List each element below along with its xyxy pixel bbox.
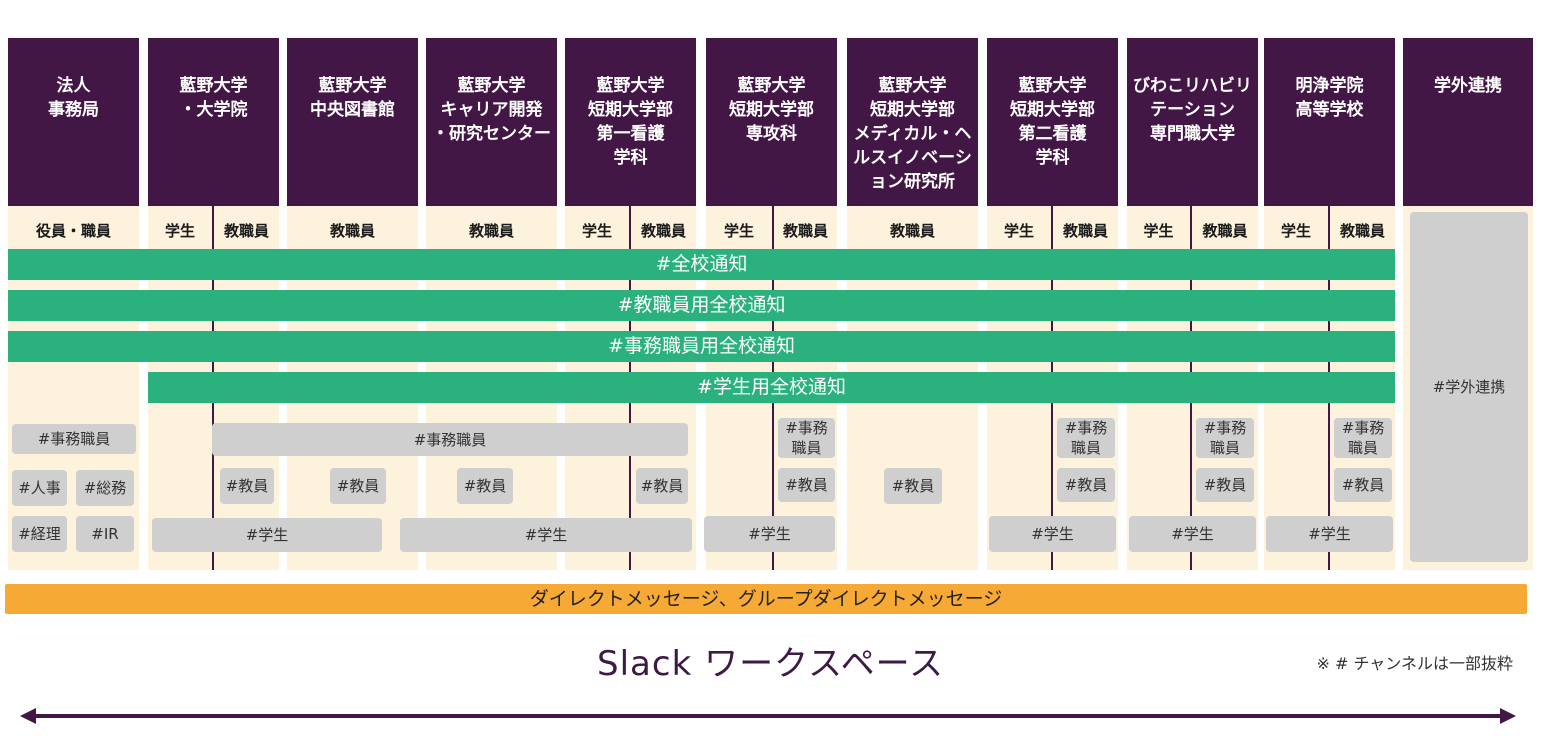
channel-chip-jimushokuin[interactable]: #事務 職員 [778, 418, 835, 458]
channel-chip-gakusei[interactable]: #学生 [400, 518, 692, 552]
channel-chip-kyoin[interactable]: #教員 [1334, 468, 1392, 502]
channel-chip-gakusei[interactable]: #学生 [1266, 516, 1393, 552]
sub-header: 学生 [581, 222, 612, 240]
column-header-biwako: びわこリハビリ テーション 専門職大学 [1127, 38, 1258, 206]
channel-bar-gakusei[interactable]: #学生用全校通知 [148, 372, 1395, 403]
channel-chip-ir[interactable]: #IR [76, 516, 134, 552]
sub-header: 教職員 [889, 222, 935, 240]
channel-chip-kyoin[interactable]: #教員 [457, 468, 513, 504]
sub-header: 教職員 [223, 222, 269, 240]
channel-chip-jinji[interactable]: #人事 [12, 470, 67, 506]
sub-header: 役員・職員 [35, 222, 111, 240]
sub-header: 学生 [164, 222, 195, 240]
sub-header: 教職員 [1202, 222, 1248, 240]
workspace-label: Slack ワークスペース [597, 644, 944, 684]
channel-chip-gakusei[interactable]: #学生 [152, 518, 382, 552]
channel-chip-external[interactable]: #学外連携 [1410, 212, 1528, 562]
sub-header: 教職員 [468, 222, 514, 240]
channel-chip-kyoin[interactable]: #教員 [778, 468, 835, 502]
column-header-medical: 藍野大学 短期大学部 メディカル・ヘ ルスイノベーシ ョン研究所 [847, 38, 978, 206]
workspace-span-arrow [20, 708, 1516, 724]
sub-header: 学生 [1003, 222, 1034, 240]
channel-chip-jimushokuin[interactable]: #事務 職員 [1057, 418, 1115, 458]
channel-chip-kyoin[interactable]: #教員 [330, 468, 386, 504]
channel-chip-jimushokuin[interactable]: #事務職員 [12, 424, 136, 454]
channel-bar-kyoshokuin[interactable]: #教職員用全校通知 [8, 290, 1395, 321]
channel-chip-keiri[interactable]: #経理 [12, 516, 67, 552]
channel-chip-jimushokuin[interactable]: #事務 職員 [1196, 418, 1254, 458]
channel-note: ※ # チャンネルは一部抜粋 [1316, 654, 1513, 673]
channel-chip-jimushokuin[interactable]: #事務 職員 [1334, 418, 1392, 458]
channel-chip-somu[interactable]: #総務 [76, 470, 134, 506]
channel-bar-jimushokuin[interactable]: #事務職員用全校通知 [8, 331, 1395, 362]
column-header-daigaku: 藍野大学 ・大学院 [148, 38, 279, 206]
channel-chip-kyoin[interactable]: #教員 [1196, 468, 1254, 502]
channel-chip-jimushokuin-shared[interactable]: #事務職員 [212, 423, 688, 456]
column-header-tanki-2: 藍野大学 短期大学部 第二看護 学科 [987, 38, 1118, 206]
sub-header: 教職員 [782, 222, 828, 240]
channel-chip-gakusei[interactable]: #学生 [1129, 516, 1256, 552]
sub-header: 教職員 [329, 222, 375, 240]
sub-header: 教職員 [1062, 222, 1108, 240]
sub-header: 学生 [1280, 222, 1311, 240]
channel-chip-kyoin[interactable]: #教員 [636, 468, 688, 504]
channel-bar-zenkou[interactable]: #全校通知 [8, 249, 1395, 280]
channel-chip-gakusei[interactable]: #学生 [989, 516, 1116, 552]
channel-chip-kyoin[interactable]: #教員 [1057, 468, 1115, 502]
column-header-tanki-1: 藍野大学 短期大学部 第一看護 学科 [565, 38, 696, 206]
column-header-hojin: 法人 事務局 [8, 38, 139, 206]
column-header-career: 藍野大学 キャリア開発 ・研究センター [426, 38, 557, 206]
column-header-meijo: 明浄学院 高等学校 [1264, 38, 1395, 206]
channel-chip-gakusei[interactable]: #学生 [704, 516, 835, 552]
direct-message-bar[interactable]: ダイレクトメッセージ、グループダイレクトメッセージ [5, 584, 1527, 614]
sub-header: 学生 [1143, 222, 1174, 240]
column-header-external: 学外連携 [1403, 38, 1533, 206]
sub-header: 教職員 [1339, 222, 1385, 240]
sub-header: 教職員 [640, 222, 686, 240]
channel-chip-kyoin[interactable]: #教員 [884, 468, 942, 504]
channel-chip-kyoin[interactable]: #教員 [220, 468, 274, 504]
column-header-senkoka: 藍野大学 短期大学部 専攻科 [706, 38, 837, 206]
sub-header: 学生 [723, 222, 754, 240]
column-header-library: 藍野大学 中央図書館 [287, 38, 418, 206]
